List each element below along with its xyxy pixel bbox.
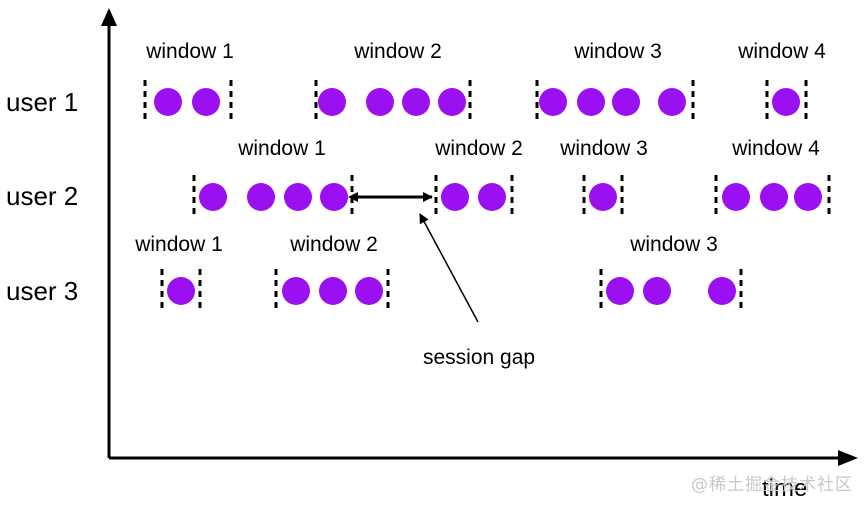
event-dot	[247, 183, 275, 211]
event-dot	[282, 277, 310, 305]
window-label: window 1	[237, 137, 326, 160]
session-gap-label: session gap	[423, 346, 535, 369]
event-dot	[318, 88, 346, 116]
event-dot	[539, 88, 567, 116]
event-dot	[772, 88, 800, 116]
user-2-window-3: window 3	[559, 137, 648, 219]
user-2-window-2: window 2	[434, 137, 523, 219]
user-label-2: user 2	[6, 181, 78, 211]
event-dot	[708, 277, 736, 305]
user-3-window-1: window 1	[134, 233, 223, 313]
user-label-1: user 1	[6, 87, 78, 117]
event-dot	[794, 183, 822, 211]
event-dot	[192, 88, 220, 116]
window-label: window 1	[134, 233, 223, 256]
event-dot	[366, 88, 394, 116]
window-label: window 2	[434, 137, 523, 160]
windows-layer: window 1 window 2 window 3 window 4 window 1…	[134, 40, 831, 313]
window-label: window 2	[289, 233, 378, 256]
event-dot	[589, 183, 617, 211]
event-dot	[577, 88, 605, 116]
user-1-window-4: window 4	[737, 40, 826, 124]
user-label-3: user 3	[6, 276, 78, 306]
user-3-window-2: window 2	[274, 233, 390, 313]
y-axis-arrowhead	[101, 8, 117, 26]
event-dot	[284, 183, 312, 211]
user-3-window-3: window 3	[599, 233, 743, 313]
event-dot	[643, 277, 671, 305]
event-dot	[478, 183, 506, 211]
event-dot	[355, 277, 383, 305]
window-label: window 4	[737, 40, 826, 63]
event-dot	[319, 277, 347, 305]
user-1-window-1: window 1	[143, 40, 234, 124]
event-dot	[722, 183, 750, 211]
x-axis-label: time	[762, 475, 807, 502]
window-label: window 3	[629, 233, 718, 256]
event-dot	[658, 88, 686, 116]
user-2-window-1: window 1	[192, 137, 354, 219]
user-1-window-2: window 2	[314, 40, 472, 124]
window-label: window 1	[145, 40, 234, 63]
event-dot	[438, 88, 466, 116]
window-label: window 4	[731, 137, 820, 160]
event-dot	[154, 88, 182, 116]
x-axis-arrowhead	[838, 450, 858, 466]
user-2-window-4: window 4	[714, 137, 831, 219]
event-dot	[612, 88, 640, 116]
event-dot	[606, 277, 634, 305]
event-dot	[199, 183, 227, 211]
event-dot	[441, 183, 469, 211]
event-dot	[167, 277, 195, 305]
watermark: @稀土掘金技术社区	[691, 475, 853, 495]
user-1-window-3: window 3	[535, 40, 695, 124]
window-label: window 3	[559, 137, 648, 160]
window-label: window 3	[573, 40, 662, 63]
event-dot	[320, 183, 348, 211]
event-dot	[402, 88, 430, 116]
event-dot	[760, 183, 788, 211]
session-gap-pointer	[419, 213, 479, 323]
window-label: window 2	[353, 40, 442, 63]
